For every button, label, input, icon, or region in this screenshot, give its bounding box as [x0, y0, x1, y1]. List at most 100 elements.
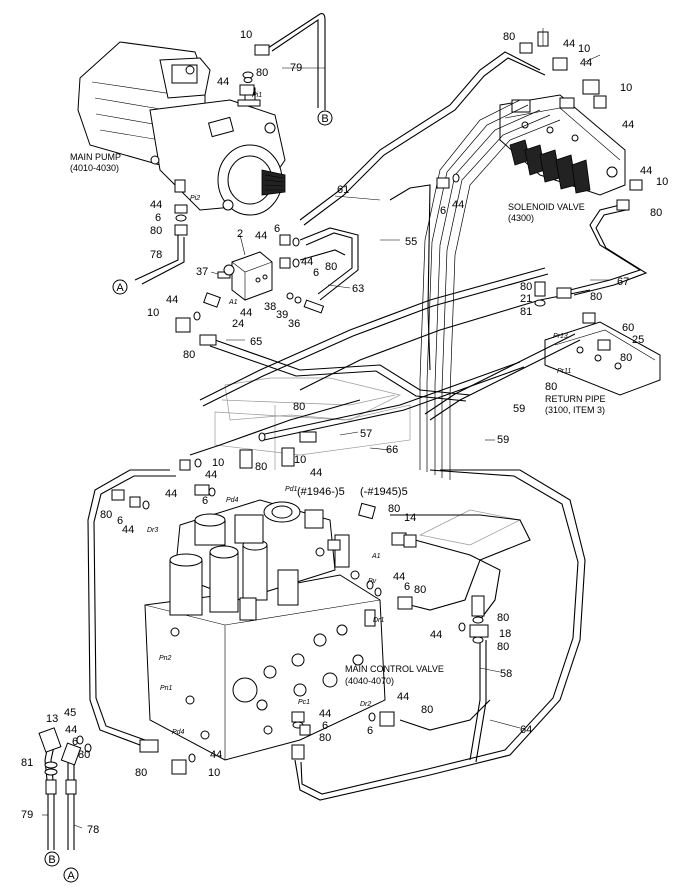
part-number: 80	[319, 732, 331, 744]
part-number: 44	[150, 199, 162, 211]
part-number: 21	[520, 293, 532, 305]
caption-return-pipe-2: (3100, ITEM 3)	[545, 405, 605, 415]
part-number: 59	[497, 434, 509, 446]
svg-text:B: B	[48, 854, 55, 866]
part-number: 44	[640, 165, 652, 177]
svg-text:A: A	[116, 282, 124, 294]
part-number: 80	[620, 352, 632, 364]
part-number: 67	[617, 276, 629, 288]
part-number: 81	[21, 757, 33, 769]
part-number: 80	[650, 207, 662, 219]
caption-main-control-valve-2: (4040-4070)	[345, 676, 394, 686]
part-number: 80	[78, 749, 90, 761]
part-number: 80	[388, 503, 400, 515]
caption-main-control-valve-1: MAIN CONTROL VALVE	[345, 664, 444, 674]
caption-main-pump-1: MAIN PUMP	[70, 152, 121, 162]
part-number: 44	[205, 469, 217, 481]
part-number: 18	[499, 628, 511, 640]
part-number: 13	[46, 713, 58, 725]
port-label: Pn1	[160, 685, 173, 692]
part-number: 6	[313, 267, 319, 279]
port-label: A1	[371, 553, 381, 560]
part-number: 80	[135, 767, 147, 779]
part-number: 6	[202, 495, 208, 507]
part-number: 80	[183, 349, 195, 361]
serial-note-right: (-#1945)5	[360, 486, 408, 498]
part-number: 10	[620, 82, 632, 94]
port-label: A1	[228, 299, 238, 306]
part-number: 44	[210, 749, 222, 761]
port-label: Pd4	[226, 497, 239, 504]
part-number: 2	[237, 228, 243, 240]
part-number: 44	[319, 708, 331, 720]
hoses	[44, 13, 648, 850]
port-label: Pn2	[159, 655, 172, 662]
port-label: Pd4	[172, 729, 185, 736]
part-number: 44	[65, 724, 77, 736]
part-number: 37	[196, 266, 208, 278]
part-number: 44	[310, 467, 322, 479]
part-number: 6	[274, 223, 280, 235]
port-label: Dr3	[147, 527, 158, 534]
part-number: 44	[452, 199, 464, 211]
part-number: 45	[64, 707, 76, 719]
callout-a-bottom: A	[63, 867, 79, 883]
part-number: 64	[520, 724, 532, 736]
svg-text:B: B	[321, 113, 328, 125]
part-number: 79	[290, 62, 302, 74]
caption-return-pipe-1: RETURN PIPE	[545, 394, 606, 404]
caption-main-pump-2: (4010-4030)	[70, 163, 119, 173]
caption-solenoid-valve-1: SOLENOID VALVE	[508, 202, 585, 212]
part-number: 80	[256, 67, 268, 79]
solenoid-valve	[499, 28, 626, 196]
part-number: 10	[240, 29, 252, 41]
port-label: Pd1	[285, 486, 298, 493]
part-number: 55	[405, 236, 417, 248]
part-number: 57	[360, 428, 372, 440]
part-number: 10	[578, 43, 590, 55]
part-number: 60	[622, 322, 634, 334]
caption-solenoid-valve-2: (4300)	[508, 213, 534, 223]
fittings	[38, 42, 643, 795]
part-number: 6	[72, 736, 78, 748]
part-number: 80	[590, 291, 602, 303]
part-number: 10	[212, 457, 224, 469]
part-number: 80	[150, 225, 162, 237]
callout-a-left: A	[112, 279, 128, 295]
part-number: 61	[337, 184, 349, 196]
part-number: 78	[150, 249, 162, 261]
part-number: 10	[656, 176, 668, 188]
part-number: 6	[117, 515, 123, 527]
port-label: Pi2	[190, 195, 200, 202]
part-number: 79	[21, 809, 33, 821]
part-number: 44	[165, 488, 177, 500]
part-number: 81	[520, 306, 532, 318]
part-number: 80	[414, 584, 426, 596]
part-number: 6	[367, 725, 373, 737]
part-number: 65	[250, 336, 262, 348]
part-number: 6	[155, 212, 161, 224]
part-number: 58	[500, 668, 512, 680]
part-number: 10	[147, 307, 159, 319]
port-label: Pr13	[553, 333, 568, 340]
part-number: 36	[288, 318, 300, 330]
part-number: 44	[122, 524, 134, 536]
part-number: 38	[264, 301, 276, 313]
part-number: 80	[293, 401, 305, 413]
part-number: 80	[520, 281, 532, 293]
callout-b-bottom: B	[44, 851, 60, 867]
part-number: 66	[386, 444, 398, 456]
part-number: 44	[563, 38, 575, 50]
port-label: Dr2	[360, 701, 371, 708]
part-number: 44	[240, 307, 252, 319]
part-number: 44	[217, 76, 229, 88]
leader-lines	[42, 54, 610, 829]
part-number: 80	[497, 641, 509, 653]
part-number: 80	[100, 509, 112, 521]
port-label: Pi1	[252, 92, 262, 99]
part-number: 39	[276, 309, 288, 321]
part-number: 6	[404, 581, 410, 593]
serial-note-left: (#1946-)5	[297, 486, 345, 498]
part-number-labels: 10 44 80 79 80 44 10 44 10 44 61 44 6 80…	[21, 29, 668, 836]
